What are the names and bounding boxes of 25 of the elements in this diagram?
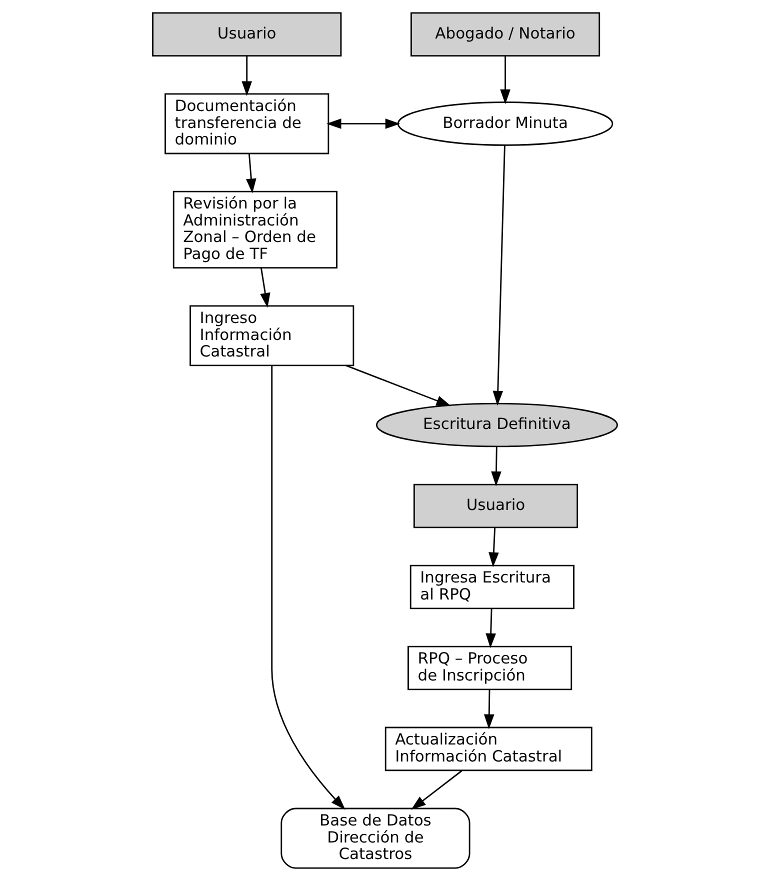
arrow	[488, 528, 499, 568]
arrow	[260, 268, 270, 308]
node-box: Ingreso Información Catastral	[190, 305, 354, 366]
node-box: Revisión por la Administración Zonal – Orden de Pago de TF	[172, 190, 338, 269]
node-box: Ingresa Escritura al RPQ	[410, 564, 574, 610]
node-ellipse: Escritura Definitiva	[376, 402, 618, 448]
arrow	[246, 154, 256, 194]
arrow	[491, 446, 502, 486]
node-box: Actualización Información Catastral	[384, 726, 592, 772]
arrow	[242, 56, 252, 96]
arrow	[346, 364, 452, 406]
node-box: Usuario	[413, 484, 578, 528]
arrow	[411, 770, 462, 810]
arrow	[271, 366, 346, 810]
node-ellipse: Borrador Minuta	[397, 102, 614, 146]
node-box: Abogado / Notario	[410, 12, 600, 57]
arrow	[500, 56, 510, 104]
node-box: Base de Datos Dirección de Catastros	[280, 808, 470, 869]
node-box: Usuario	[152, 12, 342, 57]
arrow	[486, 608, 496, 648]
arrow	[484, 690, 494, 730]
node-box: RPQ – Proceso de Inscripción	[408, 646, 572, 690]
arrow	[326, 118, 400, 129]
arrow	[492, 145, 506, 406]
node-box: Documentación transferencia de dominio	[164, 93, 330, 154]
